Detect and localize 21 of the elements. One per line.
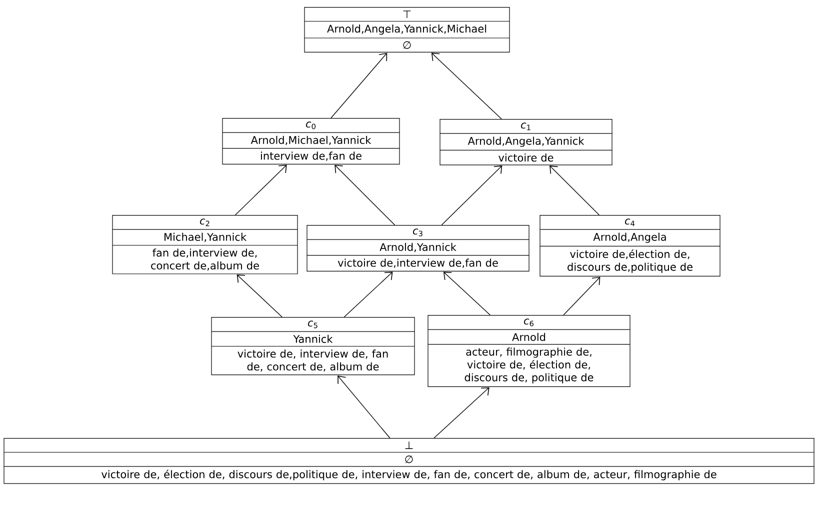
arrow [434,387,490,438]
concept-box: ⊥ ∅ victoire de, élection de, discours de,politique de, interview de, fan de, concert de, album de, acteur, filmographie de [4,438,814,484]
concept-box: c$_{0}$ Arnold,Michael,Yannick interview de,fan de [222,118,400,164]
arrow [431,52,502,120]
concept-box: c$_{4}$ Arnold,Angela victoire de,élection de, discours de,politique de [540,215,720,276]
arrow [344,272,393,318]
concept-box: c$_{2}$ Michael,Yannick fan de,interview de, concert de,album de [112,215,298,274]
arrow [338,376,390,438]
arrow [441,166,502,226]
arrow [330,52,388,118]
concept-box: c$_{3}$ Arnold,Yannick victoire de,interview de,fan de [306,225,530,272]
concept-box: c$_{5}$ Yannick victoire de, interview de, fan de, concert de, album de [211,317,415,376]
arrow [234,164,287,216]
arrow [563,276,600,316]
arrow [443,272,490,316]
arrow [550,166,600,216]
arrow [334,164,396,226]
arrow [236,274,282,318]
concept-box: ⊤ Arnold,Angela,Yannick,Michael ∅ [304,7,510,52]
concept-box: c$_{1}$ Arnold,Angela,Yannick victoire de [440,119,612,166]
concept-box: c$_{6}$ Arnold acteur, filmographie de, victoire de, élection de, discours de, politique de [428,315,630,387]
